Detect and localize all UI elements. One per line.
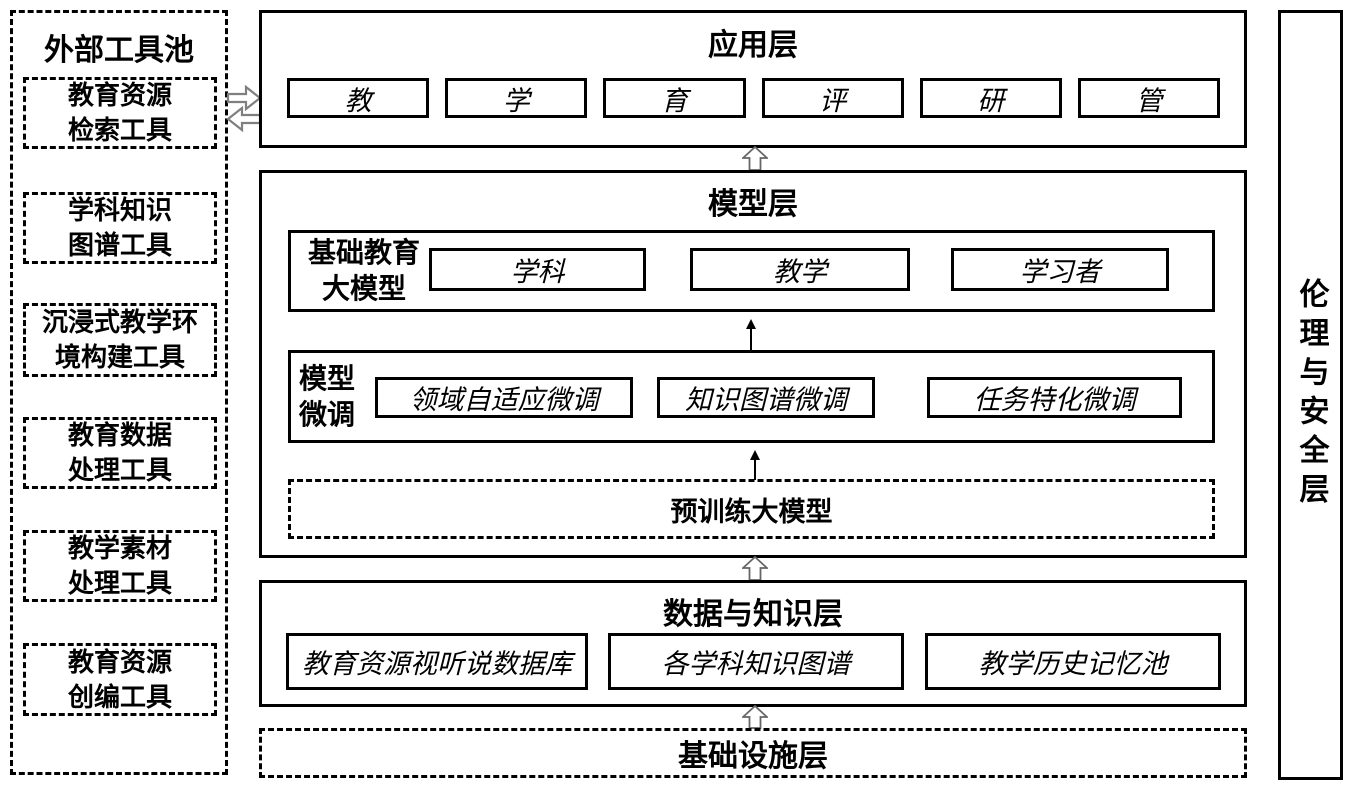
external-tool-pool-title: 外部工具池 xyxy=(44,34,194,67)
thin-up-arrow-icon xyxy=(746,319,756,353)
foundation-model-container: 基础教育 大模型 学科 教学 学习者 xyxy=(288,230,1215,312)
model-layer-panel: 模型层 基础教育 大模型 学科 教学 学习者 模型 微调 领域自适应微调 知识图… xyxy=(259,170,1247,558)
application-layer-title: 应用层 xyxy=(708,29,798,62)
tool-item: 沉浸式教学环 境构建工具 xyxy=(23,303,217,377)
tool-item: 学科知识 图谱工具 xyxy=(23,192,217,264)
app-item-manage: 管 xyxy=(1077,78,1221,118)
ethics-security-layer-title: 伦理与安全层 xyxy=(1294,278,1328,512)
tool-item: 教育资源 创编工具 xyxy=(23,643,217,716)
tools-app-exchange-arrows xyxy=(226,84,262,133)
app-item-learn: 学 xyxy=(445,78,588,118)
foundation-item-learner: 学习者 xyxy=(951,248,1169,291)
data-item-av-database: 教育资源视听说数据库 xyxy=(286,633,588,690)
fine-tuning-label: 模型 微调 xyxy=(299,362,356,430)
up-arrow-icon xyxy=(742,556,768,581)
foundation-item-teaching: 教学 xyxy=(690,248,910,291)
pretrained-model-box: 预训练大模型 xyxy=(288,479,1215,539)
app-item-educate: 育 xyxy=(603,78,746,118)
model-layer-title: 模型层 xyxy=(708,188,798,221)
data-item-teaching-history-memory: 教学历史记忆池 xyxy=(925,633,1221,690)
tool-item: 教育数据 处理工具 xyxy=(23,417,217,489)
infrastructure-layer-panel: 基础设施层 xyxy=(259,728,1247,778)
finetune-item-knowledge-graph: 知识图谱微调 xyxy=(657,377,875,418)
tool-item: 教学素材 处理工具 xyxy=(23,530,217,602)
data-knowledge-layer-panel: 数据与知识层 教育资源视听说数据库 各学科知识图谱 教学历史记忆池 xyxy=(259,580,1247,707)
up-arrow-icon xyxy=(742,146,768,171)
data-knowledge-layer-title: 数据与知识层 xyxy=(663,598,843,631)
left-arrow-icon xyxy=(226,105,262,133)
fine-tuning-container: 模型 微调 领域自适应微调 知识图谱微调 任务特化微调 xyxy=(288,350,1215,443)
app-item-teach: 教 xyxy=(287,78,430,118)
application-layer-panel: 应用层 教 学 育 评 研 管 xyxy=(259,10,1247,148)
data-item-subject-knowledge-graphs: 各学科知识图谱 xyxy=(608,633,904,690)
tool-item: 教育资源 检索工具 xyxy=(23,77,217,149)
finetune-item-domain: 领域自适应微调 xyxy=(375,377,633,418)
app-item-evaluate: 评 xyxy=(761,78,904,118)
foundation-model-label: 基础教育 大模型 xyxy=(307,237,420,304)
thin-up-arrow-icon xyxy=(750,450,760,480)
foundation-item-subject: 学科 xyxy=(429,248,646,291)
external-tool-pool-panel: 外部工具池 教育资源 检索工具 学科知识 图谱工具 沉浸式教学环 境构建工具 教… xyxy=(10,10,228,775)
finetune-item-task: 任务特化微调 xyxy=(927,377,1182,418)
app-item-research: 研 xyxy=(919,78,1062,118)
right-arrow-icon xyxy=(226,84,262,112)
up-arrow-icon xyxy=(742,705,768,729)
ethics-security-layer-panel: 伦理与安全层 xyxy=(1278,10,1343,780)
